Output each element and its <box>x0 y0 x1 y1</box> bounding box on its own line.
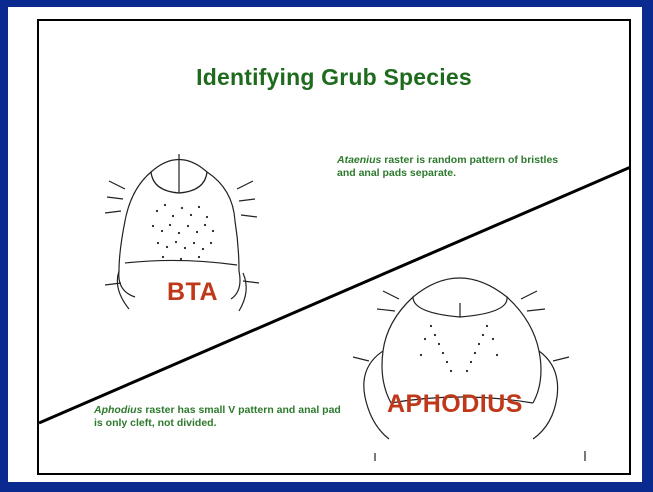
diagonal-divider-line <box>39 166 631 423</box>
aphodius-body-right <box>507 297 541 403</box>
aphodius-species-name: Aphodius <box>94 404 142 416</box>
ataenius-segment-line <box>125 260 237 265</box>
bta-label: BTA <box>167 278 218 307</box>
aphodius-raster-drawing <box>353 278 585 461</box>
aphodius-caption: Aphodius raster has small V pattern and … <box>94 404 344 429</box>
aphodius-raster-bristles <box>420 325 498 372</box>
aphodius-body-left <box>382 297 413 403</box>
ataenius-raster-bristles <box>152 204 214 260</box>
aphodius-label: APHODIUS <box>387 390 523 419</box>
ataenius-species-name: Ataenius <box>337 154 381 166</box>
figure-frame: Identifying Grub Species <box>37 19 631 475</box>
ataenius-caption: Ataenius raster is random pattern of bri… <box>337 154 577 179</box>
ataenius-body-left <box>119 172 151 297</box>
